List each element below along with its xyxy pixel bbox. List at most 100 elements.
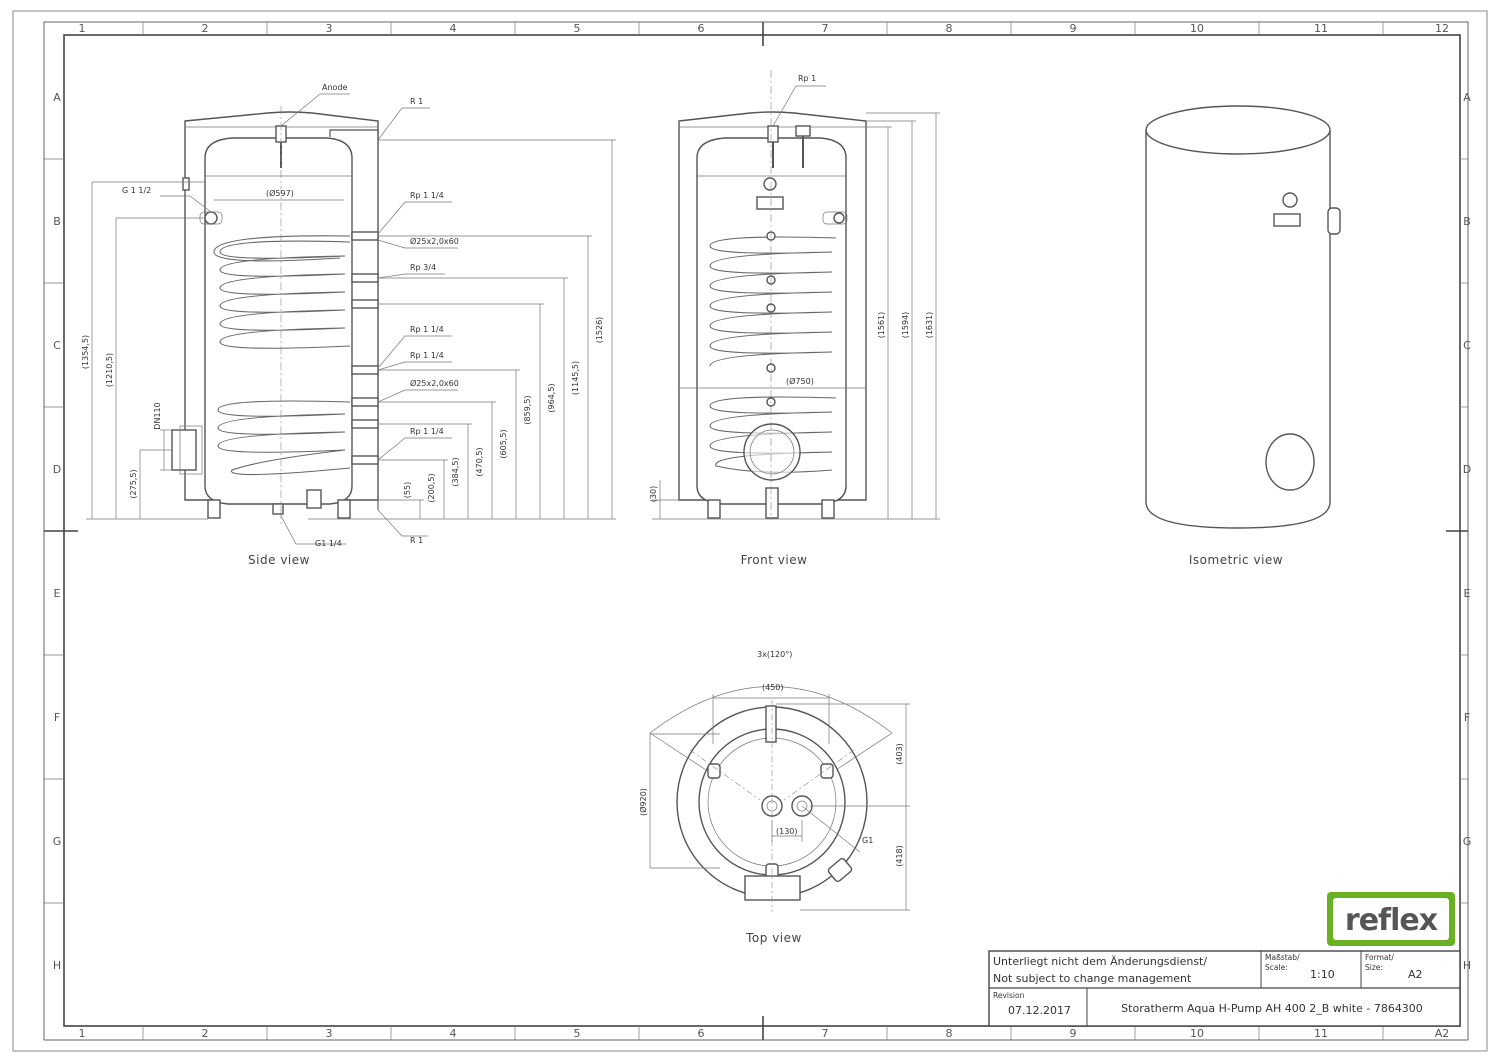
front-dim-1594: (1594)	[901, 312, 910, 339]
side-dim-55: (55)	[403, 482, 412, 498]
side-label-rp114-c: Rp 1 1/4	[410, 351, 444, 360]
side-dim-1526: (1526)	[595, 317, 604, 344]
grid-col-7: 7	[822, 22, 829, 35]
side-label-r1-bottom: R 1	[410, 536, 423, 545]
grid-col-1-bottom: 1	[79, 1027, 86, 1040]
grid-col-2-bottom: 2	[202, 1027, 209, 1040]
top-label-g1: G1	[862, 836, 873, 845]
drawing-frame	[12, 10, 1488, 1052]
notice-german: Unterliegt nicht dem Änderungsdienst/	[993, 955, 1207, 968]
top-view-caption: Top view	[745, 931, 802, 945]
front-dim-1561: (1561)	[877, 312, 886, 339]
grid-row-h-right: H	[1463, 959, 1471, 972]
grid-col-7-bottom: 7	[822, 1027, 829, 1040]
grid-col-5: 5	[574, 22, 581, 35]
grid-col-4: 4	[450, 22, 457, 35]
top-label-angle: 3x(120°)	[757, 650, 792, 659]
scale-label-english: Scale:	[1265, 963, 1288, 972]
side-dim-605: (605,5)	[499, 429, 508, 458]
grid-col-6-bottom: 6	[698, 1027, 705, 1040]
side-dim-1354: (1354,5)	[81, 335, 90, 369]
grid-col-11-bottom: 11	[1314, 1027, 1328, 1040]
grid-row-g-right: G	[1463, 835, 1472, 848]
top-label-450: (450)	[762, 683, 784, 692]
reflex-logo: reflex	[1327, 892, 1455, 946]
grid-col-2: 2	[202, 22, 209, 35]
grid-row-b-right: B	[1463, 215, 1471, 228]
revision-date: 07.12.2017	[1008, 1004, 1071, 1017]
format-value: A2	[1408, 968, 1423, 981]
side-dim-200: (200,5)	[427, 473, 436, 502]
grid-col-8: 8	[946, 22, 953, 35]
top-dim-dia920: (Ø920)	[638, 788, 648, 816]
grid-corner-format: A2	[1435, 1027, 1450, 1040]
grid-col-8-bottom: 8	[946, 1027, 953, 1040]
grid-column-labels-top: 1 2 3 4 5 6 7 8 9 10 11 12	[79, 22, 1450, 35]
side-dim-964: (964,5)	[547, 383, 556, 412]
logo-text: reflex	[1345, 903, 1438, 938]
top-dim-403: (403)	[895, 743, 904, 765]
front-label-dia750: (Ø750)	[786, 376, 814, 386]
grid-row-f-right: F	[1464, 711, 1470, 724]
grid-col-1: 1	[79, 22, 86, 35]
drawing-title: Storatherm Aqua H-Pump AH 400 2_B white …	[1121, 1002, 1423, 1015]
side-dim-859: (859,5)	[523, 395, 532, 424]
grid-col-11: 11	[1314, 22, 1328, 35]
grid-col-12: 12	[1435, 22, 1449, 35]
side-label-rp114-b: Rp 1 1/4	[410, 325, 444, 334]
grid-row-e: E	[54, 587, 61, 600]
side-view: Anode R 1 G 1 1/2 (Ø597) Rp 1 1/4 Ø25x2,…	[81, 83, 616, 567]
grid-row-c-right: C	[1463, 339, 1471, 352]
side-label-r1-top: R 1	[410, 97, 423, 106]
grid-col-3: 3	[326, 22, 333, 35]
side-label-dia597: (Ø597)	[266, 188, 294, 198]
grid-col-9-bottom: 9	[1070, 1027, 1077, 1040]
grid-row-d-right: D	[1463, 463, 1471, 476]
grid-row-c: C	[53, 339, 61, 352]
side-label-g112: G 1 1/2	[122, 186, 151, 195]
grid-col-10: 10	[1190, 22, 1204, 35]
side-label-dn110: DN110	[153, 402, 162, 429]
format-label-german: Format/	[1365, 953, 1394, 962]
grid-col-3-bottom: 3	[326, 1027, 333, 1040]
grid-col-6: 6	[698, 22, 705, 35]
side-label-anode: Anode	[322, 83, 348, 92]
top-view: 3x(120°) (450) (130) G1 (Ø920) (403) (41…	[638, 650, 910, 945]
grid-col-9: 9	[1070, 22, 1077, 35]
side-label-rp34: Rp 3/4	[410, 263, 436, 272]
top-label-130: (130)	[776, 827, 798, 836]
grid-row-labels: A B C D E F G H A B C D E F G H	[53, 91, 1472, 972]
isometric-view-caption: Isometric view	[1189, 553, 1283, 567]
front-dim-30: (30)	[649, 486, 658, 502]
front-view: Rp 1 (Ø750) (30) (1561) (1594) (1631) Fr…	[649, 70, 940, 567]
isometric-view: Isometric view	[1145, 105, 1341, 567]
grid-row-a: A	[53, 91, 61, 104]
format-label-english: Size:	[1365, 963, 1383, 972]
grid-row-d: D	[53, 463, 61, 476]
side-label-coil-b: Ø25x2,0x60	[410, 378, 459, 388]
side-label-rp114-d: Rp 1 1/4	[410, 427, 444, 436]
front-view-caption: Front view	[741, 553, 808, 567]
grid-row-e-right: E	[1464, 587, 1471, 600]
grid-col-10-bottom: 10	[1190, 1027, 1204, 1040]
revision-label: Revision	[993, 991, 1025, 1000]
scale-label-german: Maßstab/	[1265, 953, 1300, 962]
side-view-caption: Side view	[248, 553, 310, 567]
front-dim-1631: (1631)	[925, 312, 934, 339]
grid-col-4-bottom: 4	[450, 1027, 457, 1040]
side-dim-384: (384,5)	[451, 457, 460, 486]
side-dim-470: (470,5)	[475, 447, 484, 476]
notice-english: Not subject to change management	[993, 972, 1192, 985]
grid-row-a-right: A	[1463, 91, 1471, 104]
side-dim-1145: (1145,5)	[571, 361, 580, 395]
side-label-g114: G1 1/4	[315, 539, 342, 548]
side-dim-275: (275,5)	[129, 469, 138, 498]
grid-column-labels-bottom: 1 2 3 4 5 6 7 8 9 10 11 A2	[79, 1027, 1450, 1040]
grid-row-f: F	[54, 711, 60, 724]
title-block: Unterliegt nicht dem Änderungsdienst/ No…	[988, 950, 1461, 1027]
grid-row-b: B	[53, 215, 61, 228]
side-label-rp114-a: Rp 1 1/4	[410, 191, 444, 200]
scale-value: 1:10	[1310, 968, 1335, 981]
grid-row-g: G	[53, 835, 62, 848]
